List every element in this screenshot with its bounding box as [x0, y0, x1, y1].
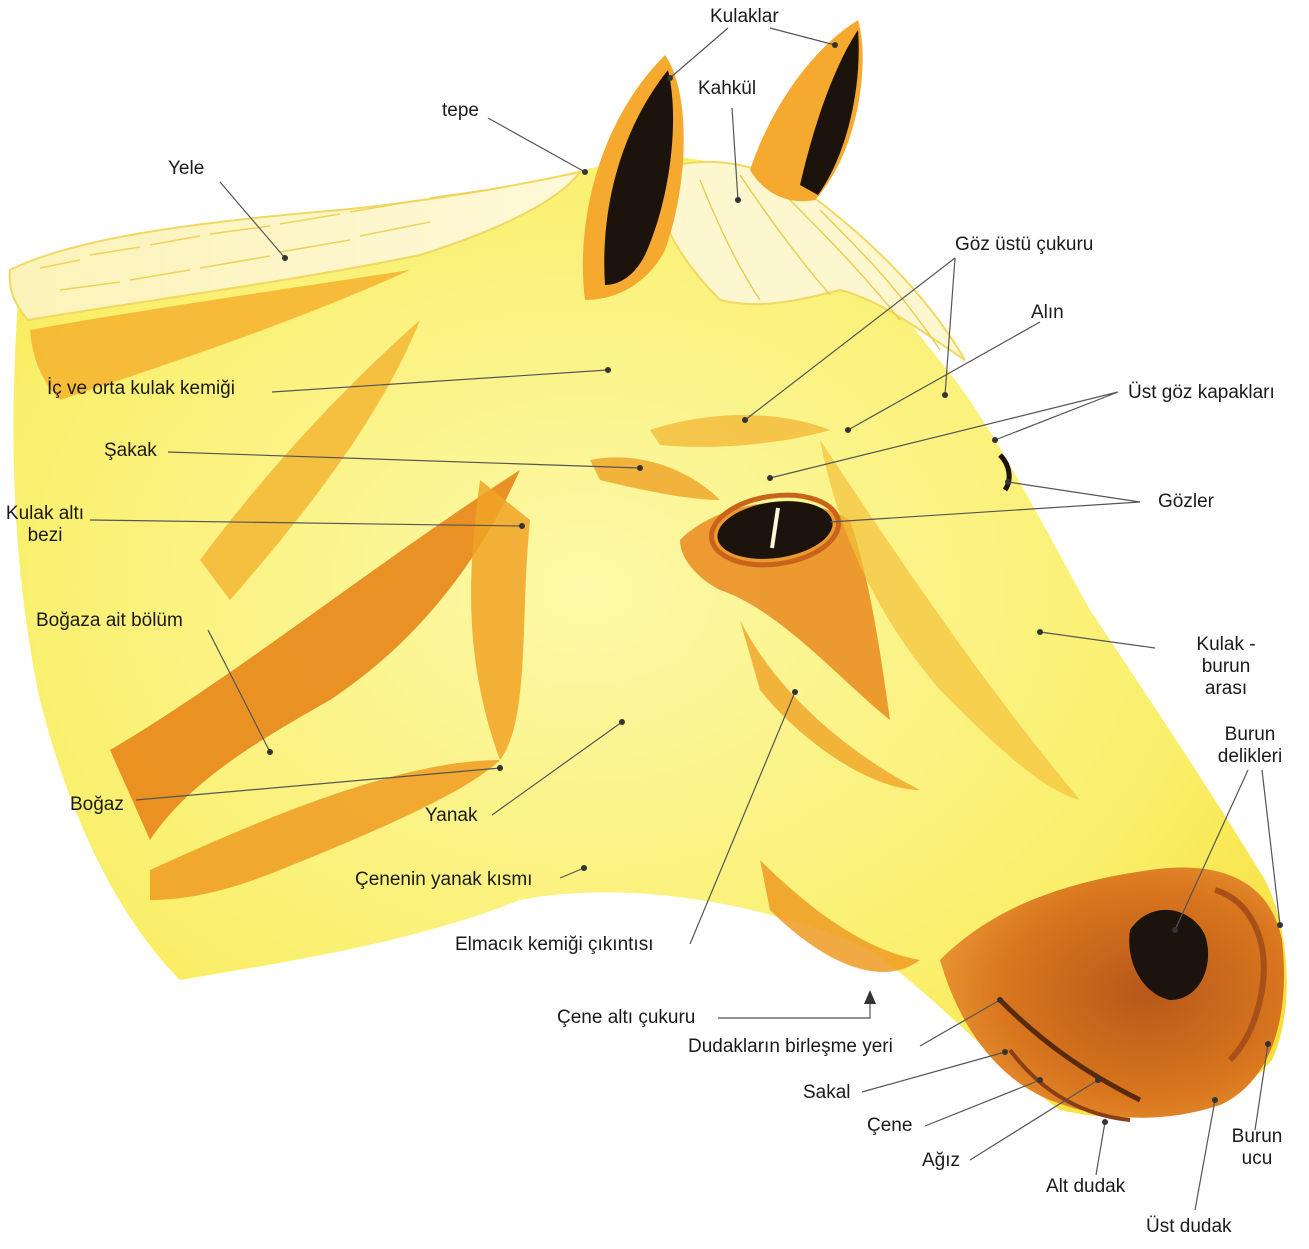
label-yele: Yele — [168, 158, 204, 180]
label-yanak: Yanak — [425, 805, 477, 827]
label-ic-ve-orta-kulak-kemigi: İç ve orta kulak kemiği — [47, 378, 235, 400]
label-burun-delikleri: Burun delikleri — [1218, 724, 1282, 768]
label-ust-goz-kapaklari: Üst göz kapakları — [1128, 382, 1275, 404]
label-agiz: Ağız — [922, 1150, 960, 1172]
label-dudaklarin-birlesme-yeri: Dudakların birleşme yeri — [688, 1036, 893, 1058]
leader-cene — [925, 1080, 1040, 1126]
label-bogaz: Boğaz — [70, 794, 124, 816]
leader-cene-alti — [718, 995, 870, 1018]
label-bogaza-ait-bolum: Boğaza ait bölüm — [36, 610, 183, 632]
label-kahkul: Kahkül — [698, 78, 756, 100]
label-ust-dudak: Üst dudak — [1146, 1216, 1232, 1238]
label-sakal: Sakal — [803, 1082, 851, 1104]
arrow-marker — [864, 990, 876, 1004]
label-alt-dudak: Alt dudak — [1046, 1176, 1125, 1198]
leader-ust-dudak — [1195, 1100, 1215, 1210]
label-tepe: tepe — [442, 100, 479, 122]
leader-alt-dudak — [1096, 1122, 1105, 1175]
label-cene: Çene — [867, 1115, 912, 1137]
label-sakak: Şakak — [104, 440, 157, 462]
label-burun-ucu: Burun ucu — [1232, 1126, 1283, 1170]
label-kulak-burun-arasi: Kulak - burun arası — [1185, 634, 1268, 700]
label-kulak-alti-bezi: Kulak altı bezi — [6, 503, 84, 547]
label-gozler: Gözler — [1158, 491, 1214, 513]
label-cenenin-yanak-kismi: Çenenin yanak kısmı — [355, 869, 532, 891]
leader-sakal — [862, 1052, 1005, 1092]
label-alin: Alın — [1031, 302, 1064, 324]
label-goz-ustu-cukuru: Göz üstü çukuru — [955, 234, 1093, 256]
label-cene-alti-cukuru: Çene altı çukuru — [557, 1007, 695, 1029]
leader-tepe — [488, 118, 585, 172]
label-kulaklar: Kulaklar — [710, 6, 779, 28]
label-elmacik-kemigi-cikintisi: Elmacık kemiği çıkıntısı — [455, 934, 654, 956]
